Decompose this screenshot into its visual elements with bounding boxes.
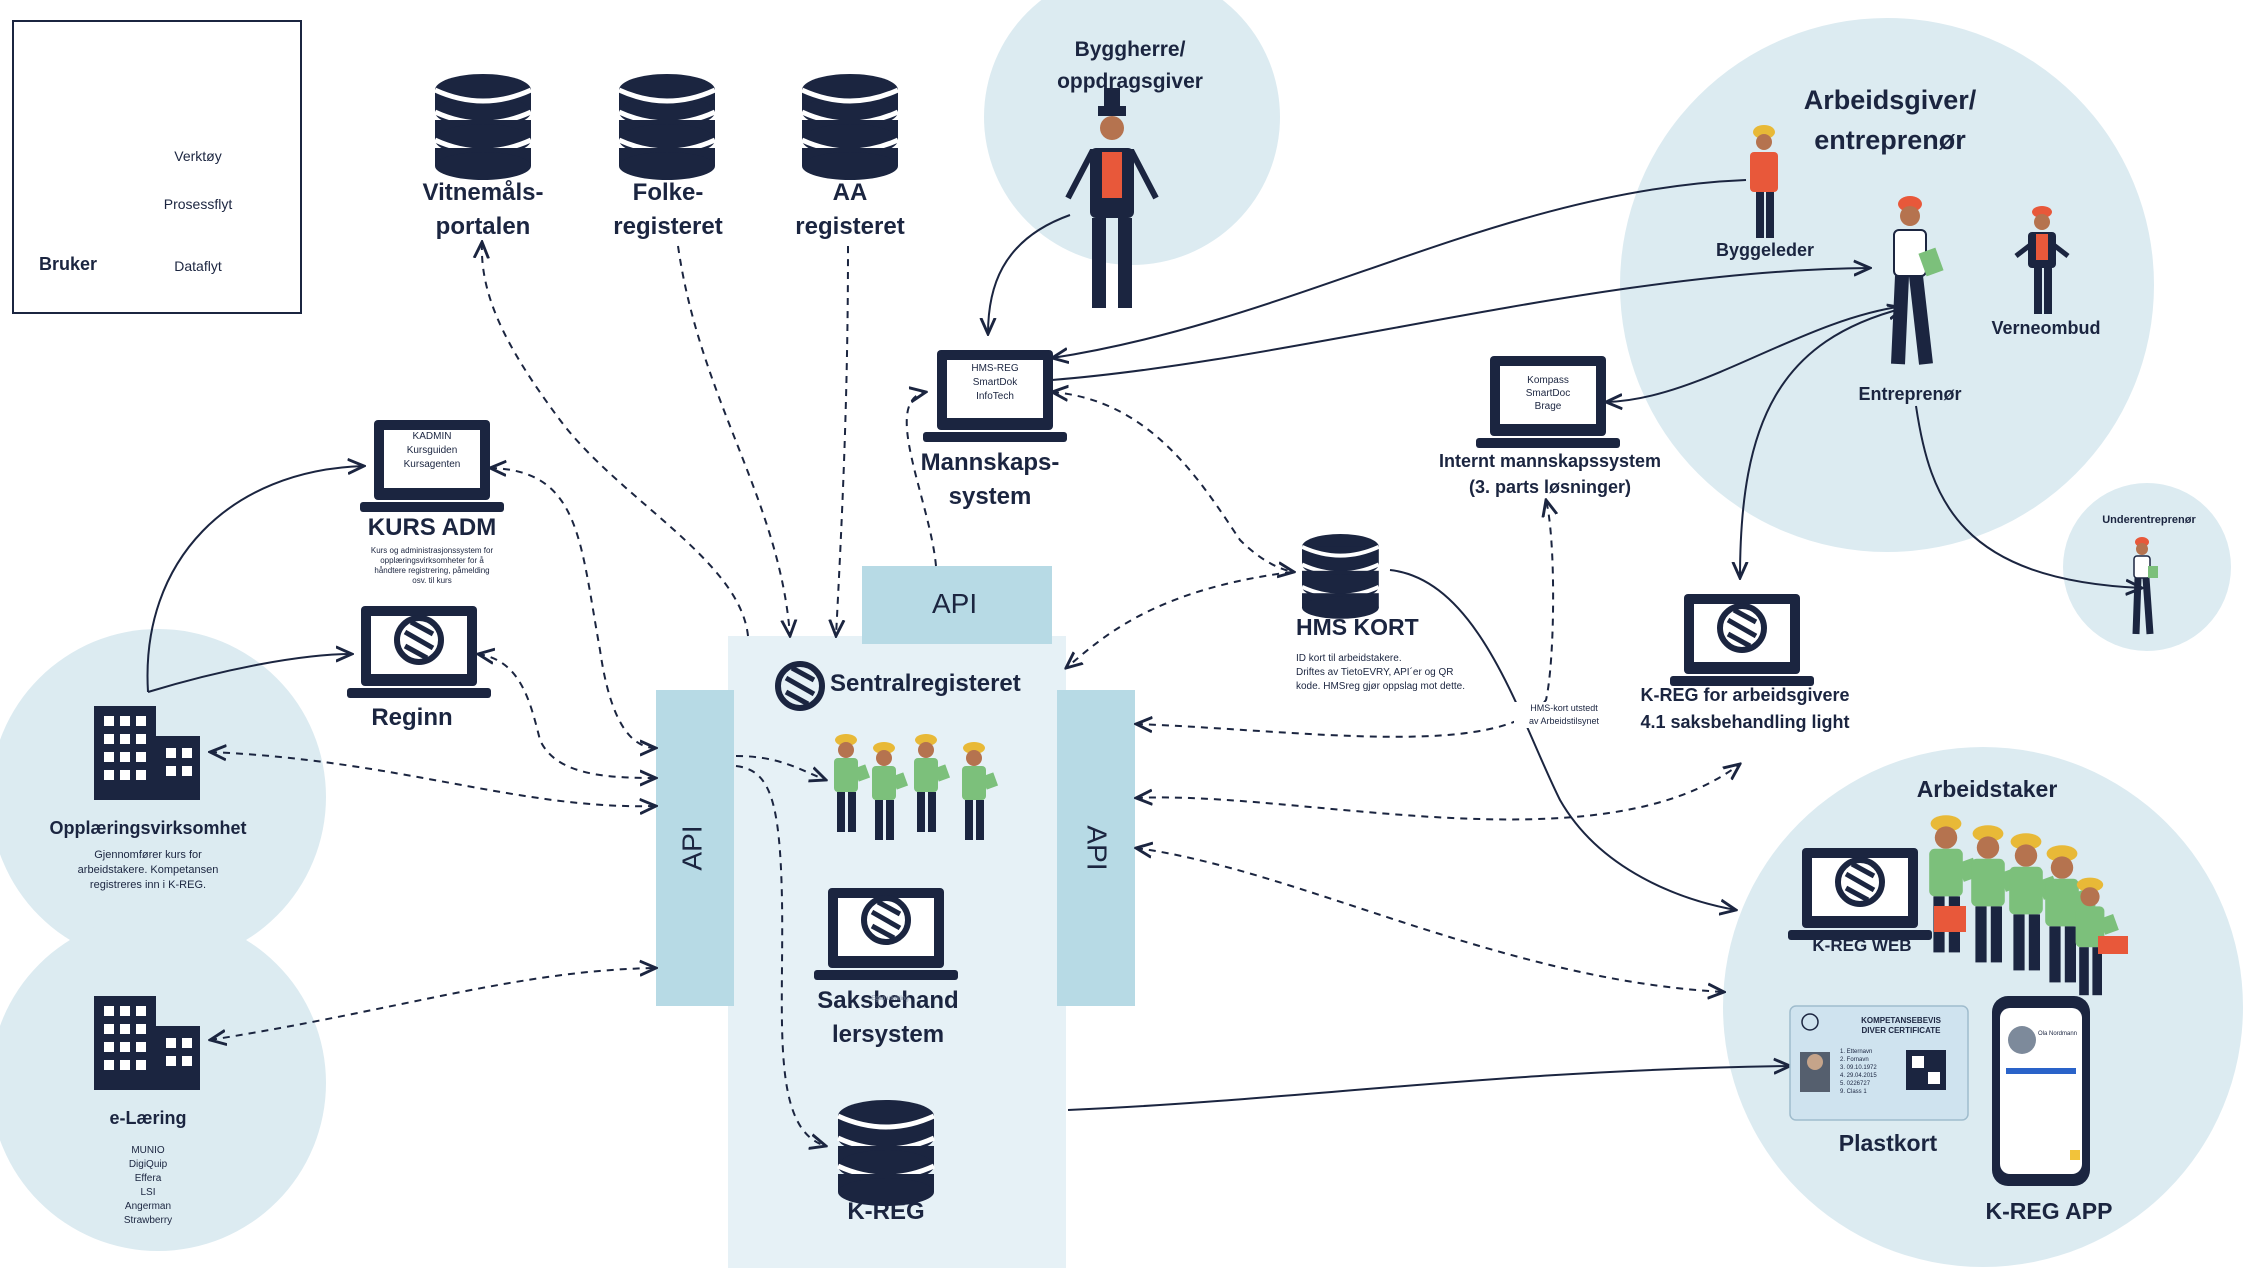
entreprenor-person-icon xyxy=(1891,196,1944,365)
legend-tool-label: Verktøy xyxy=(174,148,222,164)
kreg-app-phone-icon xyxy=(1992,996,2090,1186)
byggherre-circle xyxy=(984,0,1280,265)
api-right-label: API xyxy=(1081,825,1113,871)
vitnemal-db-icon xyxy=(435,74,531,180)
arbeidstaker-group-icon xyxy=(1929,815,2128,996)
opplaering-label: Opplæringsvirksomhet xyxy=(49,818,247,838)
legend-data-label: Dataflyt xyxy=(174,258,222,274)
internt-label: Internt mannskapssystem(3. parts løsning… xyxy=(1438,451,1662,497)
mannskap-label: Mannskaps-system xyxy=(920,449,1060,510)
byggeleder-person-icon xyxy=(1750,125,1778,238)
plastkort-label: Plastkort xyxy=(1838,1130,1938,1156)
saks-caption: Egen utvikling xyxy=(871,996,909,1002)
arbeidsgiver-title: Arbeidsgiver/entreprenør xyxy=(1803,85,1977,155)
kreg-db-icon xyxy=(838,1100,934,1206)
elaering-label: e-Læring xyxy=(109,1108,187,1128)
reginn-label: Reginn xyxy=(371,704,453,731)
underentreprenor-person-icon xyxy=(2132,537,2158,635)
api-left-label: API xyxy=(676,825,708,871)
api-top xyxy=(862,566,1052,644)
folke-label: Folke-registeret xyxy=(613,179,723,240)
kurs-label: KURS ADM xyxy=(367,514,497,541)
kreg-label: K-REG xyxy=(847,1198,925,1225)
vitnemal-label: Vitnemåls-portalen xyxy=(422,179,544,240)
api-top-label: API xyxy=(932,588,978,619)
sentralregister-title: Sentralregisteret xyxy=(830,670,1021,697)
hmskort-label: HMS KORT xyxy=(1296,614,1419,640)
kreg-web-label: K-REG WEB xyxy=(1812,936,1912,955)
folke-db-icon xyxy=(619,74,715,180)
plastkort-card-icon xyxy=(1789,1005,1969,1121)
api-left xyxy=(656,690,734,1006)
hmskort-description: ID kort til arbeidstakere.Driftes av Tie… xyxy=(1296,653,1465,692)
entreprenor-label: Entreprenør xyxy=(1858,384,1962,404)
legend-box xyxy=(12,20,302,314)
byggeleder-label: Byggeleder xyxy=(1715,240,1815,260)
legend-user-label: Bruker xyxy=(38,254,98,274)
app-user-name: Ola Nordmann xyxy=(2038,1031,2078,1037)
byggherre-person-icon xyxy=(1065,88,1159,308)
hmskort-db-icon xyxy=(1302,534,1379,619)
legend-process-label: Prosessflyt xyxy=(163,196,233,212)
verneombud-label: Verneombud xyxy=(1991,318,2101,338)
underentreprenor-label: Underentreprenør xyxy=(2102,514,2196,526)
verneombud-person-icon xyxy=(2014,206,2070,314)
api-right xyxy=(1057,690,1135,1006)
kreg-app-label: K-REG APP xyxy=(1985,1198,2113,1224)
arbeidstaker-title: Arbeidstaker xyxy=(1916,776,2058,802)
aa-db-icon xyxy=(802,74,898,180)
byggherre-label: Byggherre/oppdragsgiver xyxy=(1057,38,1203,93)
